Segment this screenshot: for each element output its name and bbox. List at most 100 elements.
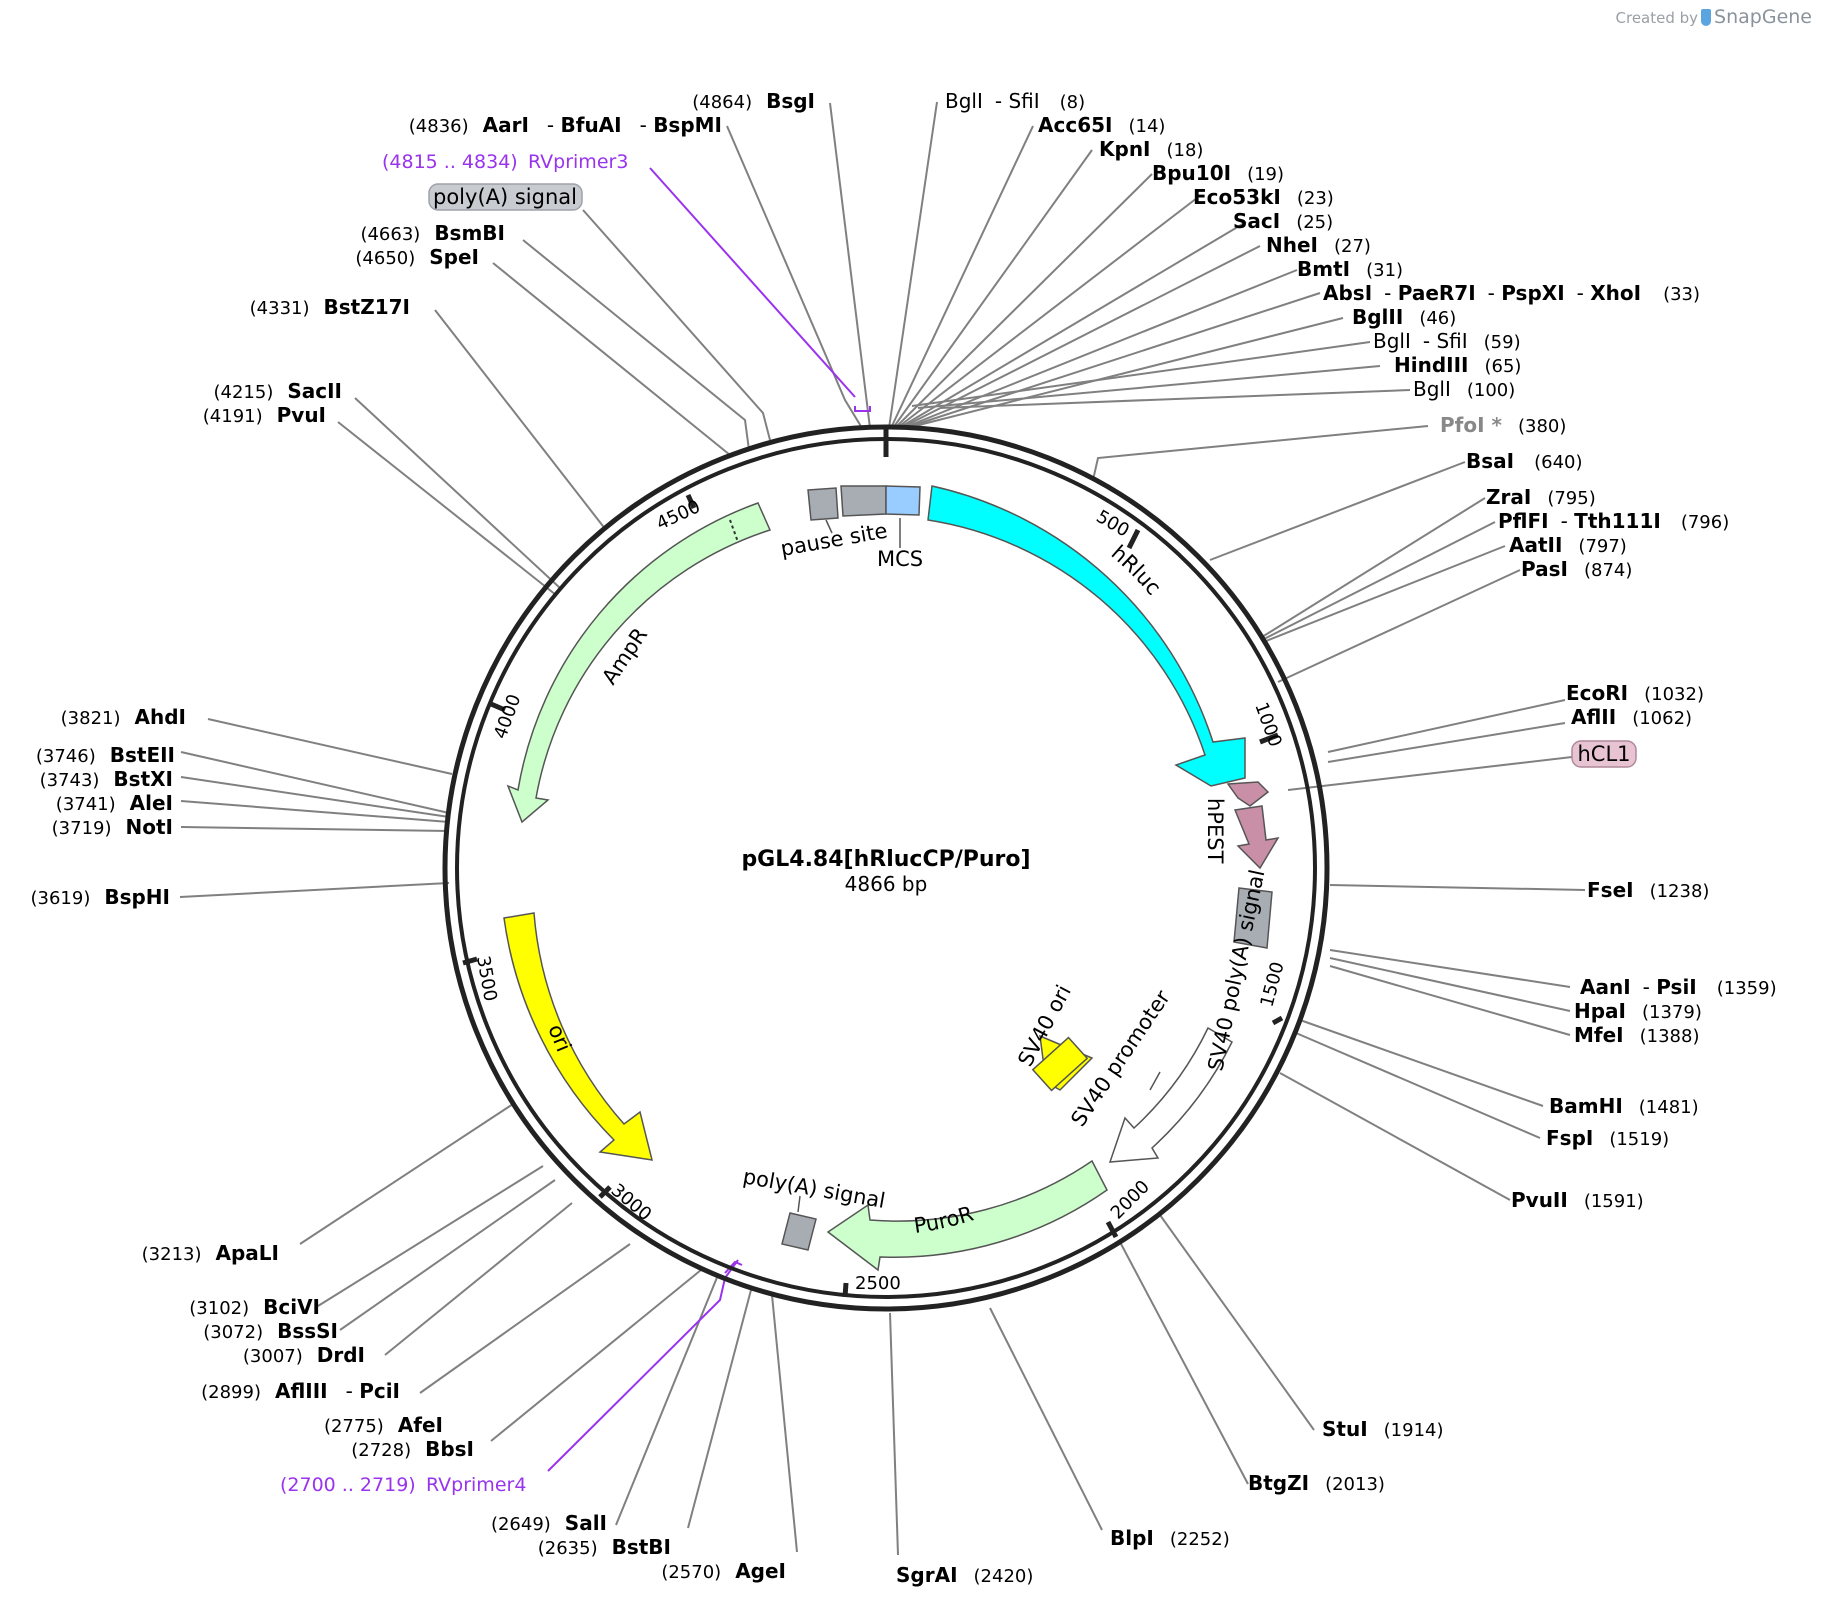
enzyme-site-bsssi[interactable]: (3072)BssSI [203,1319,338,1343]
enzyme-site-sacii[interactable]: (4215)SacII [214,379,343,403]
enzyme-site-agei[interactable]: (2570)AgeI [661,1559,786,1583]
enzyme-site-bsgi[interactable]: (4864)BsgI [692,89,815,113]
tick-label-1500: 1500 [1257,960,1289,1010]
feature-label-sv40-polya: SV40 poly(A) signal [1203,867,1269,1073]
feature-label-polya-signal: poly(A) signal [741,1164,887,1213]
enzyme-site-bstxi[interactable]: (3743)BstXI [40,767,173,791]
feature-mcs[interactable] [885,485,921,516]
enzyme-site-aari-group[interactable]: (4836)AarI- BfuAI- BspMI [409,113,722,137]
enzyme-site-bcivi[interactable]: (3102)BciVI [189,1295,320,1319]
boxed-label-hcl1: hCL1 [1571,740,1637,768]
boxed-label-polya-text: poly(A) signal [433,185,577,209]
enzyme-site-drdi[interactable]: (3007)DrdI [243,1343,365,1367]
enzyme-site-nhei[interactable]: NheI(27) [1266,233,1371,257]
primer-rvprimer4-pos: (2700 .. 2719) [280,1474,416,1496]
snapgene-logo-icon [1701,9,1712,26]
enzyme-site-bgli-sfii-59[interactable]: BglI- SfiI(59) [1373,329,1521,353]
enzyme-site-bpu10i[interactable]: Bpu10I(19) [1152,161,1284,185]
enzyme-labels-left: (4864)BsgI (4836)AarI- BfuAI- BspMI (466… [30,89,815,1583]
tick-label-2000: 2000 [1107,1176,1154,1223]
feature-ampr[interactable] [506,502,772,824]
feature-hrluc[interactable] [927,485,1246,787]
enzyme-site-bsai[interactable]: BsaI(640) [1466,449,1583,473]
enzyme-site-bsteii[interactable]: (3746)BstEII [36,743,175,767]
enzyme-site-bsphi[interactable]: (3619)BspHI [30,885,170,909]
enzyme-site-bstz17i[interactable]: (4331)BstZ17I [250,295,410,319]
enzyme-site-bgli-100[interactable]: BglI(100) [1413,377,1515,401]
enzyme-site-pfoi[interactable]: PfoI *(380) [1440,413,1566,437]
enzyme-site-fspi[interactable]: FspI(1519) [1546,1126,1669,1150]
boxed-label-polya: poly(A) signal [428,183,583,211]
enzyme-site-afliii-pcii[interactable]: (2899)AflIII- PciI [201,1379,400,1403]
enzyme-site-aatii[interactable]: AatII(797) [1509,533,1627,557]
primer-rvprimer3-pos: (4815 .. 4834) [382,151,518,173]
feature-puror[interactable] [826,1159,1108,1272]
enzyme-site-bgli-sfii-8[interactable]: BglI- SfiI(8) [945,89,1085,113]
enzyme-site-eco53ki[interactable]: Eco53kI(23) [1193,185,1334,209]
enzyme-site-blpi[interactable]: BlpI(2252) [1110,1526,1230,1550]
enzyme-site-bsmbi[interactable]: (4663)BsmBI [360,221,505,245]
enzyme-site-ahdi[interactable]: (3821)AhdI [61,705,186,729]
enzyme-site-saci[interactable]: SacI(25) [1233,209,1333,233]
features [503,485,1280,1272]
enzyme-site-bbsi[interactable]: (2728)BbsI [351,1437,474,1461]
enzyme-site-mfei[interactable]: MfeI(1388) [1574,1023,1699,1047]
plasmid-length: 4866 bp [845,872,928,896]
enzyme-labels-right: BglI- SfiI(8) Acc65I(14) KpnI(18) Bpu10I… [896,89,1777,1587]
feature-hpest[interactable] [1233,805,1280,870]
enzyme-site-ecori[interactable]: EcoRI(1032) [1566,681,1704,705]
enzyme-site-acc65i[interactable]: Acc65I(14) [1038,113,1165,137]
created-by-text: Created by [1615,9,1699,27]
enzyme-site-aflii[interactable]: AflII(1062) [1571,705,1692,729]
leader-lines [179,101,1586,1556]
enzyme-site-absi-group[interactable]: AbsI- PaeR7I- PspXI- XhoI(33) [1323,281,1700,305]
enzyme-site-aani-psii[interactable]: AanI- PsiI(1359) [1580,975,1777,999]
boxed-label-hcl1-text: hCL1 [1577,742,1630,766]
enzyme-site-pvuii[interactable]: PvuII(1591) [1511,1188,1644,1212]
feature-label-hpest: hPEST [1203,798,1227,864]
enzyme-site-hpai[interactable]: HpaI(1379) [1574,999,1702,1023]
enzyme-site-fsei[interactable]: FseI(1238) [1587,878,1709,902]
enzyme-site-spei[interactable]: (4650)SpeI [355,245,479,269]
primer-rvprimer3: (4815 .. 4834) RVprimer3 [382,151,628,173]
feature-pause-site-b[interactable] [840,485,887,517]
enzyme-site-bstbi[interactable]: (2635)BstBI [538,1535,671,1559]
primer-leaders [547,167,871,1472]
feature-sv40-promoter[interactable] [1108,1026,1233,1163]
enzyme-site-stui[interactable]: StuI(1914) [1322,1417,1444,1441]
primer-rvprimer4: (2700 .. 2719) RVprimer4 [280,1474,526,1496]
enzyme-site-pflfi-tth111i[interactable]: PflFI- Tth111I(796) [1498,509,1729,533]
tick-marks [462,427,1284,1298]
feature-hpest-part1[interactable] [1226,781,1270,807]
tick-label-4000: 4000 [490,691,525,741]
feature-polya-signal[interactable] [781,1212,817,1251]
enzyme-site-alei[interactable]: (3741)AleI [56,791,173,815]
tick-label-1000: 1000 [1250,700,1285,750]
feature-pause-site-a[interactable] [807,487,839,521]
enzyme-site-bglii[interactable]: BglII(46) [1352,305,1456,329]
enzyme-site-pasi[interactable]: PasI(874) [1521,557,1632,581]
primer-rvprimer3-name: RVprimer3 [528,151,628,173]
enzyme-site-btgzi[interactable]: BtgZI(2013) [1248,1471,1385,1495]
plasmid-name: pGL4.84[hRlucCP/Puro] [741,847,1030,872]
enzyme-site-afei[interactable]: (2775)AfeI [324,1413,443,1437]
enzyme-site-hindiii[interactable]: HindIII(65) [1394,353,1521,377]
enzyme-site-bmti[interactable]: BmtI(31) [1297,257,1403,281]
enzyme-site-noti[interactable]: (3719)NotI [52,815,173,839]
enzyme-site-apali[interactable]: (3213)ApaLI [142,1241,279,1265]
enzyme-site-pvui[interactable]: (4191)PvuI [203,403,326,427]
primer-rvprimer4-name: RVprimer4 [426,1474,526,1496]
enzyme-site-bamhi[interactable]: BamHI(1481) [1549,1094,1699,1118]
enzyme-site-kpni[interactable]: KpnI(18) [1099,137,1203,161]
feature-sv40-polya[interactable] [1233,887,1273,949]
tick-label-2500: 2500 [855,1273,901,1294]
feature-sv40-ori-box[interactable] [1031,1036,1089,1092]
enzyme-site-sgrai[interactable]: SgrAI(2420) [896,1563,1033,1587]
feature-label-pause-site: pause site [779,519,890,561]
enzyme-site-sali[interactable]: (2649)SalI [491,1511,607,1535]
feature-label-mcs: MCS [877,547,923,571]
feature-ori[interactable] [503,912,654,1161]
enzyme-site-zrai[interactable]: ZraI(795) [1486,485,1596,509]
